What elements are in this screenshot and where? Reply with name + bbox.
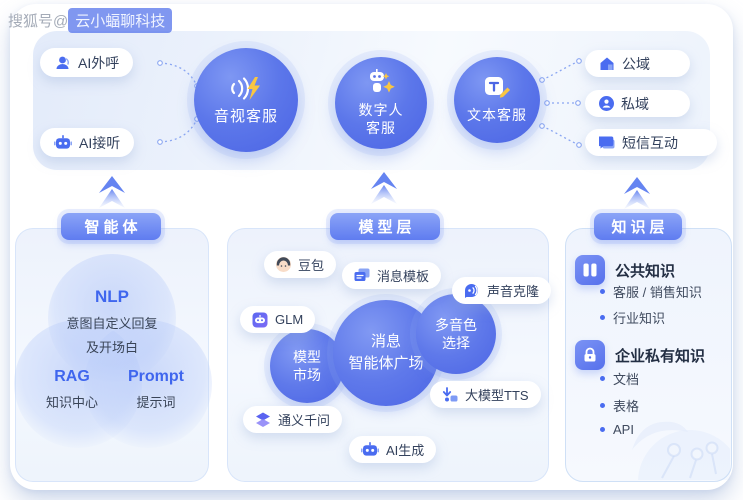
watermark-account: 云小蝠聊科技 (68, 8, 173, 33)
pill-label: 通义千问 (278, 413, 331, 428)
circle-label-line2: 客服 (366, 119, 396, 136)
sms-chat-icon (599, 136, 615, 148)
pill-glm: GLM (240, 306, 316, 333)
pill-large-model-tts: 大模型TTS (430, 381, 541, 408)
agent-panel-title: 智能体 (61, 213, 161, 240)
bullet-dot (600, 403, 605, 408)
circle-digital-human-service: 数字人 客服 (335, 57, 427, 149)
message-template-icon (354, 268, 370, 281)
up-arrow-icon (99, 176, 125, 208)
circle-label-line1: 消息 (370, 333, 401, 351)
public-knowledge-section: 公共知识 (575, 255, 675, 285)
knowledge-item: 行业知识 (600, 308, 665, 327)
tts-icon (442, 386, 458, 401)
rag-title: RAG (54, 368, 90, 385)
book-icon (575, 255, 605, 285)
circle-label-line2: 智能体广场 (348, 355, 424, 372)
pill-label: 豆包 (298, 258, 325, 273)
circle-label-line2: 选择 (442, 335, 470, 351)
robot-icon (361, 442, 379, 456)
bullet-dot (600, 376, 605, 381)
pill-label: 公域 (622, 55, 650, 72)
up-arrow-icon (624, 177, 650, 209)
pill-label: AI外呼 (78, 54, 120, 71)
pill-private-domain: 私域 (585, 90, 690, 117)
knowledge-item: 文档 (600, 369, 639, 388)
pill-tongyi-qianwen: 通义千问 (243, 406, 343, 433)
circle-label-line1: 数字人 (358, 102, 404, 118)
pill-label: 私域 (621, 95, 649, 112)
pill-public-domain: 公域 (585, 50, 690, 77)
prompt-block: Prompt 提示词 (108, 368, 204, 411)
section-title: 公共知识 (615, 262, 676, 280)
nlp-desc-line1: 意图自定义回复 (66, 316, 158, 331)
circle-text-service: 文本客服 (454, 57, 540, 143)
pill-voice-clone: 声音克隆 (452, 277, 552, 304)
circle-label: 文本客服 (467, 107, 527, 124)
knowledge-item-label: 文档 (613, 372, 640, 387)
pill-label: AI接听 (79, 134, 121, 151)
knowledge-item-label: API (613, 422, 634, 437)
circle-audio-video-service: 音视客服 (194, 48, 298, 152)
pill-label: 声音克隆 (487, 284, 540, 299)
globe-network-decoration (632, 421, 730, 480)
knowledge-panel-title: 知识层 (594, 213, 682, 240)
knowledge-item-label: 客服 / 销售知识 (613, 285, 702, 300)
robot-icon (54, 135, 72, 149)
bullet-dot (600, 315, 605, 320)
voice-wave-icon (231, 76, 260, 100)
circle-label-line1: 多音色 (435, 316, 477, 333)
rag-desc: 知识中心 (45, 395, 98, 410)
circle-multi-voice-selection: 多音色 选择 (416, 294, 496, 374)
bullet-dot (600, 427, 605, 432)
pill-label: GLM (275, 312, 304, 327)
digital-human-icon (370, 69, 395, 93)
lock-icon (575, 340, 605, 370)
nlp-title: NLP (95, 287, 129, 306)
doubao-avatar-icon (276, 257, 291, 272)
watermark: 搜狐号@ 云小蝠聊科技 (8, 8, 173, 33)
tongyi-icon (256, 412, 270, 427)
prompt-desc: 提示词 (136, 395, 176, 410)
pill-ai-generate: AI生成 (349, 436, 437, 463)
voice-clone-icon (465, 284, 478, 298)
bullet-dot (600, 289, 605, 294)
knowledge-item: 表格 (600, 396, 639, 415)
pill-ai-answer: AI接听 (40, 128, 135, 157)
circle-label: 音视客服 (213, 107, 278, 125)
building-icon (600, 57, 614, 70)
prompt-title: Prompt (128, 368, 184, 385)
pill-ai-outbound-call: AI外呼 (40, 48, 134, 77)
pill-label: 消息模板 (377, 269, 430, 284)
nlp-block: NLP 意图自定义回复 及开场白 (32, 287, 192, 356)
person-circle-icon (599, 96, 614, 111)
up-arrow-icon (371, 172, 397, 204)
pill-label: AI生成 (386, 443, 425, 458)
model-panel-title: 模型层 (330, 213, 440, 240)
text-edit-icon (485, 77, 510, 98)
circle-label-line2: 市场 (293, 367, 321, 383)
nlp-desc-line2: 及开场白 (85, 340, 138, 355)
knowledge-item: API (600, 422, 634, 437)
watermark-prefix: 搜狐号@ (8, 13, 69, 30)
knowledge-item-label: 表格 (613, 399, 640, 414)
pill-message-template: 消息模板 (342, 262, 442, 289)
pill-doubao: 豆包 (264, 251, 337, 278)
knowledge-item-label: 行业知识 (613, 311, 666, 326)
rag-block: RAG 知识中心 (27, 368, 117, 411)
pill-sms-interaction: 短信互动 (585, 129, 717, 156)
circle-model-market: 模型 市场 (270, 329, 344, 403)
circle-label-line1: 模型 (293, 348, 321, 365)
pill-label: 短信互动 (622, 134, 678, 151)
private-knowledge-section: 企业私有知识 (575, 340, 705, 370)
knowledge-item: 客服 / 销售知识 (600, 282, 702, 301)
venn-circle-prompt (84, 320, 212, 448)
headset-person-icon (56, 56, 69, 69)
pill-label: 大模型TTS (465, 388, 529, 403)
glm-icon (252, 312, 268, 327)
section-title: 企业私有知识 (615, 347, 706, 365)
